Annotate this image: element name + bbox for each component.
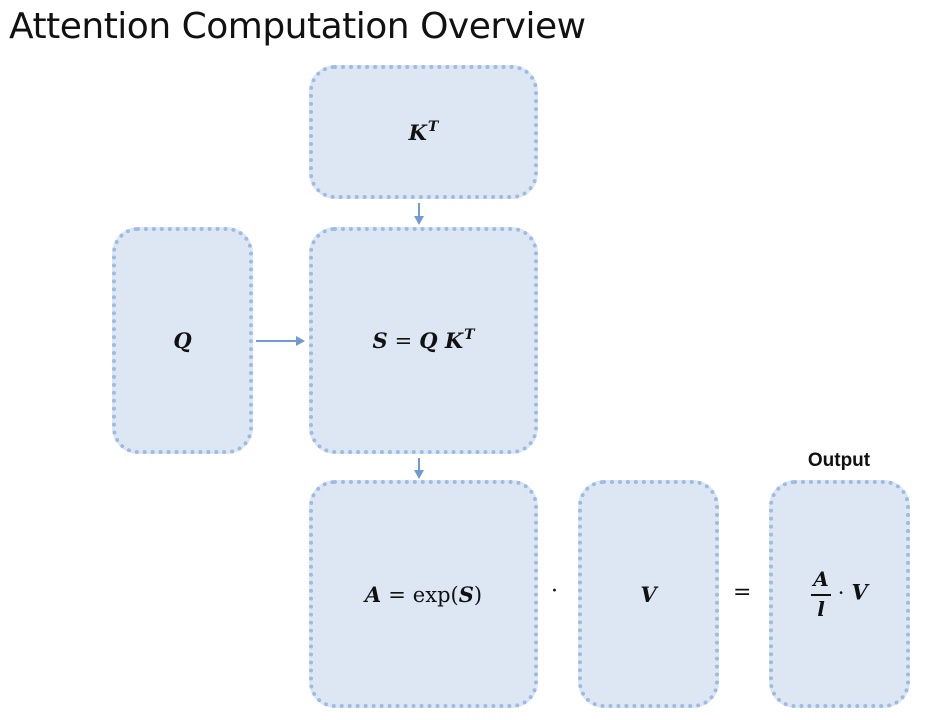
output-dot: · [837, 580, 845, 605]
value-matrix-box: V [578, 480, 719, 708]
kt-label: KT [408, 118, 439, 145]
multiply-operator: · [551, 579, 558, 604]
equals-operator: = [733, 580, 752, 605]
score-lhs: S [372, 328, 388, 353]
attention-matrix-box: A=exp(S) [309, 480, 538, 708]
attention-label: A=exp(S) [365, 582, 482, 607]
score-matrix-box: S=Q KT [309, 227, 538, 454]
attention-equals: = [388, 582, 406, 607]
attention-fn: exp( [412, 582, 459, 607]
q-matrix-box: Q [112, 227, 253, 454]
score-label: S=Q KT [372, 327, 475, 353]
kt-matrix-box: KT [309, 65, 538, 199]
score-sup: T [464, 327, 475, 343]
output-numerator: A [811, 567, 831, 596]
attention-lhs: A [364, 581, 382, 607]
kt-sup: T [427, 118, 439, 135]
kt-var: K [408, 119, 427, 145]
output-label: Output [807, 450, 871, 471]
attention-arg: S [458, 581, 474, 607]
arrowhead-s-to-a [414, 470, 424, 479]
score-k: K [444, 328, 464, 353]
output-var: V [851, 579, 868, 605]
page-title: Attention Computation Overview [9, 6, 586, 47]
output-denominator: l [817, 597, 825, 621]
arrowhead-kt-to-s [414, 216, 424, 225]
arrowhead-q-to-s [296, 336, 305, 346]
value-label: V [640, 581, 657, 607]
attention-close: ) [473, 582, 483, 607]
score-q: Q [419, 328, 438, 353]
score-equals: = [394, 329, 413, 353]
q-label: Q [173, 328, 192, 353]
